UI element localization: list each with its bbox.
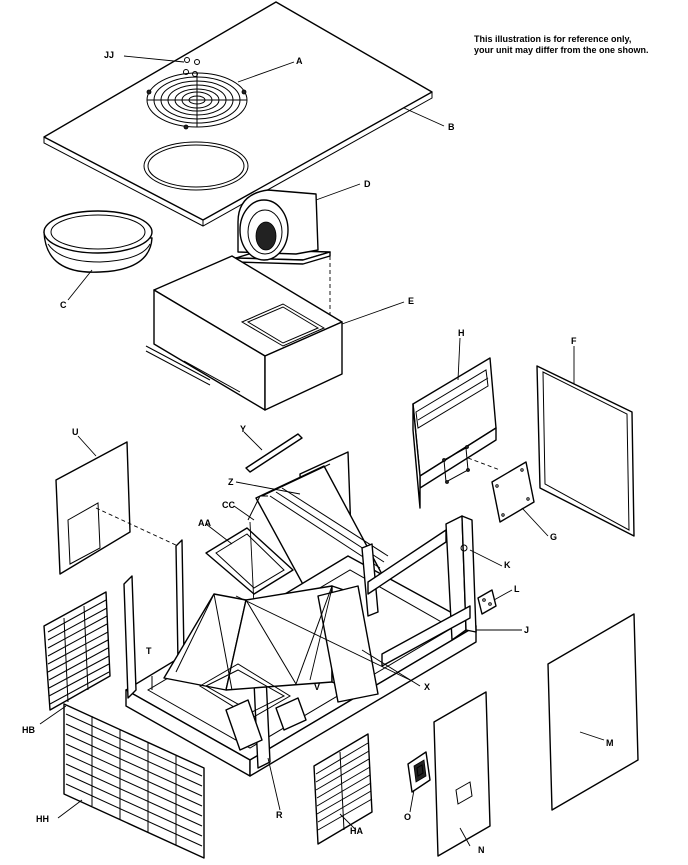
reference-note-line-1: This illustration is for reference only,: [474, 34, 632, 44]
label-G: G: [550, 532, 557, 542]
top-cover-panel: [43, 1, 433, 227]
label-C: C: [60, 300, 67, 310]
label-T: T: [146, 646, 152, 656]
label-X: X: [424, 682, 430, 692]
blower-assembly: [235, 189, 331, 320]
fan-guard-grille: [146, 72, 248, 130]
label-HB: HB: [22, 725, 35, 735]
label-AA: AA: [198, 518, 211, 528]
right-corner-frame: [367, 515, 477, 667]
label-K: K: [504, 560, 511, 570]
left-louver-grille: [43, 591, 111, 711]
control-box: [407, 751, 431, 793]
reference-note-line-2: your unit may differ from the one shown.: [474, 45, 649, 55]
label-HH: HH: [36, 814, 49, 824]
drain-pan: [199, 663, 307, 751]
reference-note: This illustration is for reference only,…: [474, 34, 684, 56]
label-D: D: [364, 179, 371, 189]
left-upper-panel: [55, 441, 179, 575]
label-JJ: JJ: [104, 50, 114, 60]
label-Y: Y: [240, 424, 246, 434]
side-panel-upper: [536, 365, 635, 537]
part-labels: JJ A B C D E H F U Y Z CC AA G K L J T V…: [22, 50, 614, 855]
label-CC: CC: [222, 500, 235, 510]
evaporator-coil: [163, 585, 379, 703]
label-E: E: [408, 296, 414, 306]
label-O: O: [404, 812, 411, 822]
front-access-panel: [433, 691, 491, 857]
label-V: V: [314, 682, 320, 692]
screws: [183, 57, 200, 77]
label-L: L: [514, 584, 520, 594]
label-R: R: [276, 810, 283, 820]
label-M: M: [606, 738, 614, 748]
label-A: A: [296, 56, 303, 66]
fan-orifice-ring: [43, 210, 153, 273]
leader-lines: [39, 55, 605, 847]
label-H: H: [458, 328, 465, 338]
label-U: U: [72, 427, 79, 437]
filter-tray: [205, 495, 294, 607]
upper-access-panel: [412, 357, 501, 509]
cover-plate: [491, 461, 535, 523]
upper-rail: [245, 433, 303, 473]
front-louver-grille: [63, 703, 205, 859]
fan-ring-gasket: [143, 141, 249, 191]
label-N: N: [478, 845, 485, 855]
side-panel-lower: [547, 613, 639, 811]
blower-housing-panel: [145, 255, 343, 411]
label-Z: Z: [228, 477, 234, 487]
label-HA: HA: [350, 826, 363, 836]
label-F: F: [571, 336, 577, 346]
label-J: J: [524, 625, 529, 635]
small-bracket: [477, 589, 497, 615]
right-louver-grille: [313, 733, 373, 845]
label-B: B: [448, 122, 455, 132]
